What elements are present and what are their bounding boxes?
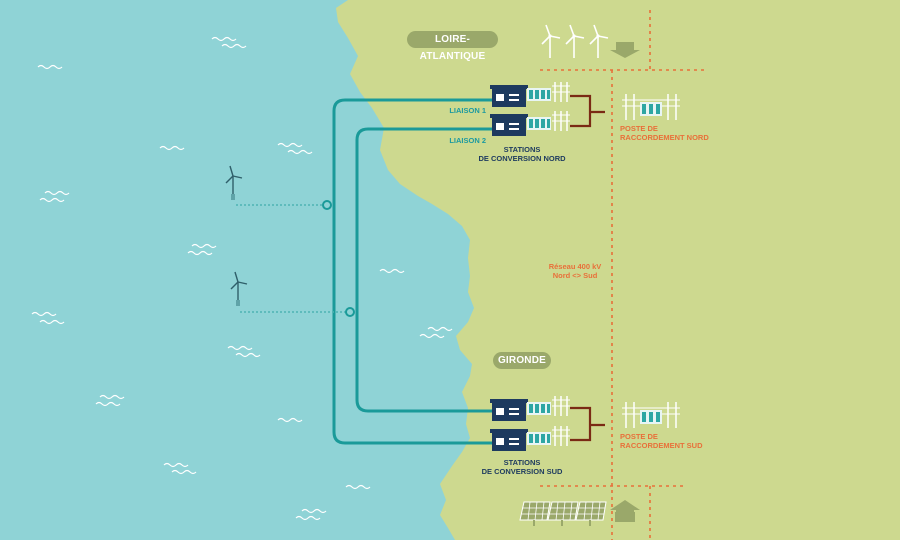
grid-400kv-line1: Réseau 400 kV xyxy=(548,262,602,271)
offshore-connection-2 xyxy=(240,307,355,317)
substation-north-line2: RACCORDEMENT NORD xyxy=(620,133,709,142)
substation-north-line1: POSTE DE xyxy=(620,124,658,133)
offshore-connection-1 xyxy=(236,200,332,210)
substation-north-label: POSTE DE RACCORDEMENT NORD xyxy=(620,124,709,142)
region-label-south: GIRONDE xyxy=(493,352,551,369)
ac-links-north xyxy=(570,94,605,128)
link-1-label: LIAISON 1 xyxy=(449,106,486,115)
grid-400kv-line xyxy=(540,10,705,540)
substation-south-line1: POSTE DE xyxy=(620,432,658,441)
substation-south-line2: RACCORDEMENT SUD xyxy=(620,441,703,450)
ac-links-south xyxy=(570,406,605,442)
hvdc-cable-2 xyxy=(355,127,492,413)
hvdc-cable-1 xyxy=(332,98,492,445)
house-icon xyxy=(615,512,635,522)
stations-south-line1: STATIONS xyxy=(503,458,541,467)
stations-south-label: STATIONS DE CONVERSION SUD xyxy=(470,458,574,476)
arrow-down-icon xyxy=(610,42,640,58)
stations-south-line2: DE CONVERSION SUD xyxy=(481,467,563,476)
region-label-north: LOIRE-ATLANTIQUE xyxy=(407,31,498,62)
coastline-land xyxy=(336,0,900,540)
link-2-label: LIAISON 2 xyxy=(449,136,486,145)
grid-400kv-line2: Nord <> Sud xyxy=(552,271,598,280)
stations-north-line1: STATIONS xyxy=(503,145,541,154)
grid-400kv-label: Réseau 400 kV Nord <> Sud xyxy=(540,262,610,280)
substation-south-label: POSTE DE RACCORDEMENT SUD xyxy=(620,432,703,450)
stations-north-line2: DE CONVERSION NORD xyxy=(478,154,566,163)
stations-north-label: STATIONS DE CONVERSION NORD xyxy=(470,145,574,163)
